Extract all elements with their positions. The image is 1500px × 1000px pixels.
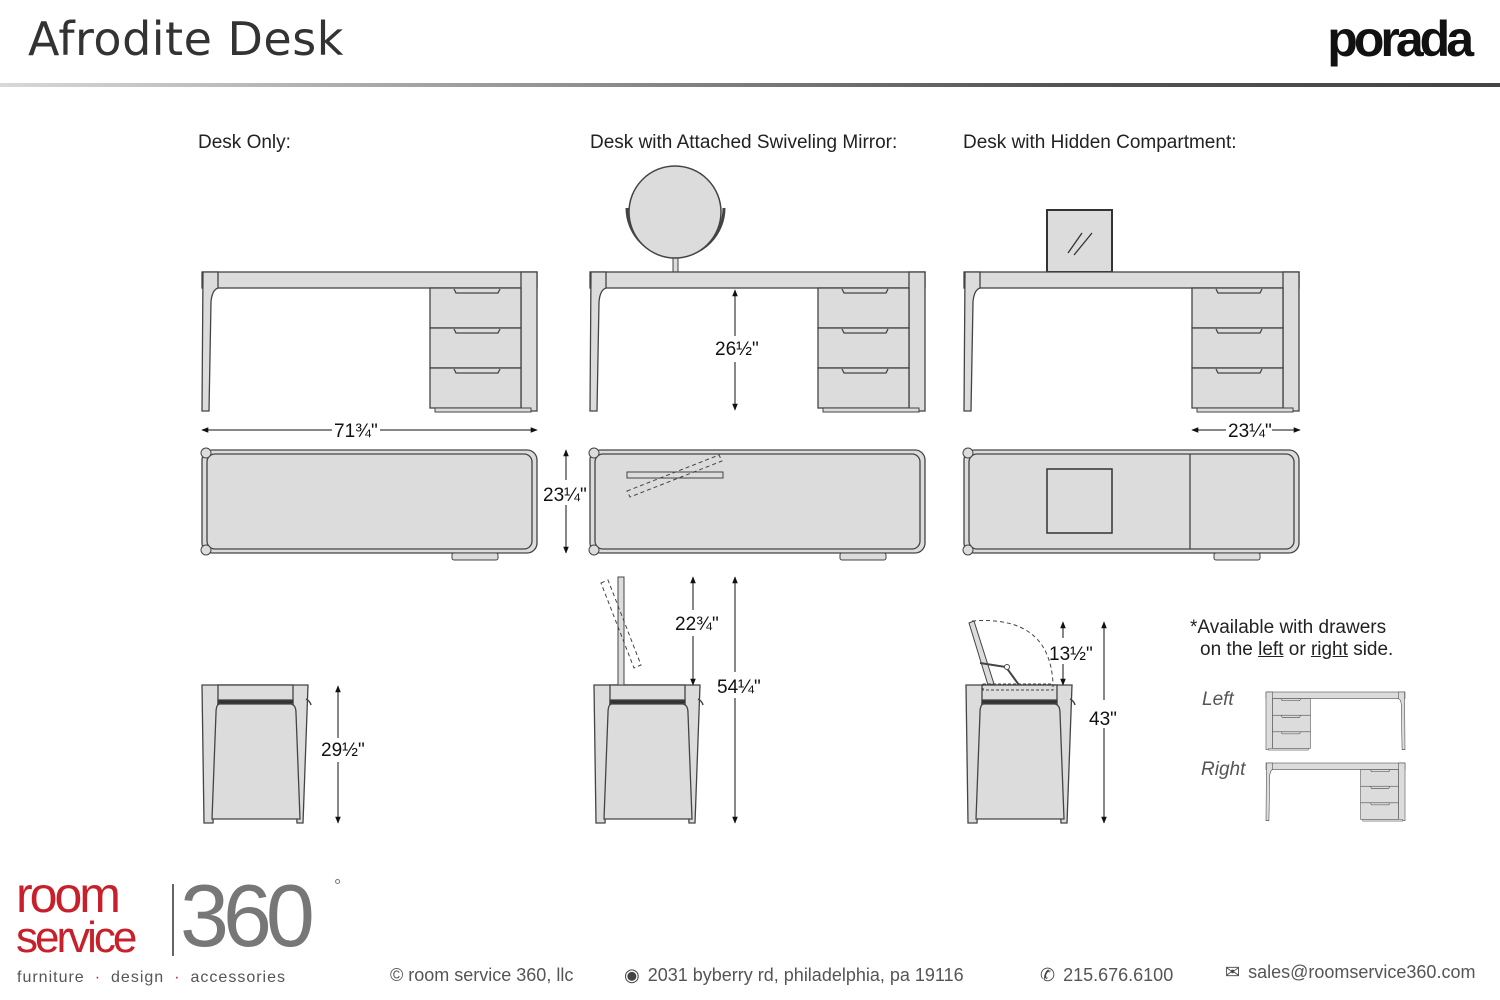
header-divider	[0, 83, 1500, 87]
asterisk: *	[1190, 617, 1198, 638]
email-link[interactable]: sales@roomservice360.com	[1248, 962, 1476, 982]
depth-dimension: 23¼"	[543, 485, 587, 506]
room-service-360-logo: room service 360 °	[16, 870, 356, 962]
mirror-clearance-dimension: 26½"	[715, 339, 759, 360]
swivel-mirror	[625, 165, 726, 273]
logo-divider	[172, 884, 174, 956]
address: ◉ 2031 byberry rd, philadelphia, pa 19116	[624, 964, 964, 986]
desk-front-view	[201, 271, 538, 413]
right-drawer-option-drawing	[1265, 762, 1406, 822]
logo-room: room	[16, 867, 121, 923]
option-left-label: Left	[1202, 689, 1234, 710]
compartment-desk-front-view	[963, 271, 1300, 413]
compartment-desk-top-view	[962, 447, 1300, 561]
pedestal-width-dimension: 23¼"	[1228, 421, 1272, 442]
height-dimension: 29½"	[321, 740, 365, 761]
mirror-desk-side-view	[592, 683, 705, 825]
tagline-item: furniture	[17, 969, 85, 986]
desk-top-view	[200, 447, 538, 561]
tagline-item: accessories	[190, 969, 286, 986]
mirror-desk-top-view	[588, 447, 926, 561]
logo-degree: °	[334, 876, 342, 896]
tagline: furniture·design·accessories	[17, 969, 286, 986]
brand-logo: porada	[1327, 11, 1474, 67]
note-line-1: Available with drawers	[1197, 617, 1387, 638]
email[interactable]: ✉ sales@roomservice360.com	[1225, 961, 1475, 983]
tagline-item: design	[111, 969, 165, 986]
drawer-option-note: *Available with drawers on the left or r…	[1190, 617, 1393, 661]
hidden-compartment-mirror	[1046, 209, 1113, 273]
map-pin-icon: ◉	[624, 965, 640, 985]
compartment-height-dimension: 13½"	[1049, 644, 1093, 665]
address-text: 2031 byberry rd, philadelphia, pa 19116	[647, 965, 964, 985]
mirror-height-dimension: 22¾"	[675, 614, 719, 635]
compartment-total-height-dimension: 43"	[1089, 709, 1117, 730]
compartment-desk-side-view	[964, 683, 1077, 825]
section-label-desk-only: Desk Only:	[198, 132, 291, 153]
note-text: side.	[1353, 639, 1394, 660]
copyright: © room service 360, llc	[390, 965, 574, 985]
note-text: or	[1288, 639, 1306, 660]
phone-text: 215.676.6100	[1063, 965, 1174, 985]
note-right-word: right	[1310, 639, 1348, 660]
section-label-compartment: Desk with Hidden Compartment:	[963, 132, 1237, 153]
mirror-top-swivel	[626, 454, 724, 498]
phone: ✆ 215.676.6100	[1040, 964, 1173, 986]
option-right-label: Right	[1201, 759, 1246, 780]
compartment-top-outline	[1046, 454, 1191, 549]
left-drawer-option-drawing	[1265, 691, 1406, 751]
page-title: Afrodite Desk	[28, 12, 344, 66]
note-text: on the	[1200, 639, 1253, 660]
width-dimension: 71¾"	[334, 421, 378, 442]
mirror-side-profile	[600, 576, 642, 686]
note-left-word: left	[1258, 639, 1284, 660]
compartment-side-profile	[968, 620, 1054, 691]
phone-icon: ✆	[1040, 965, 1056, 985]
desk-side-view	[200, 683, 313, 825]
section-label-mirror: Desk with Attached Swiveling Mirror:	[590, 132, 898, 153]
mirror-total-height-dimension: 54¼"	[717, 677, 761, 698]
logo-360: 360	[180, 866, 315, 965]
envelope-icon: ✉	[1225, 962, 1241, 982]
logo-service: service	[16, 913, 137, 962]
